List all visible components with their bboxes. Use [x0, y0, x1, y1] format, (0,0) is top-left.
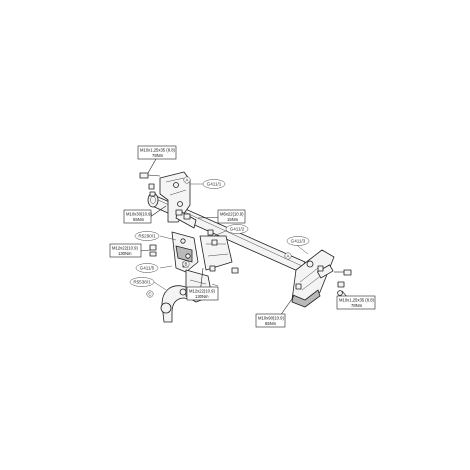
part-number-g411-5-text: G411/5	[140, 266, 155, 271]
torque-label-6-spec: M10x90(10.9)	[258, 316, 284, 321]
callout-a-right: A	[284, 252, 292, 260]
torque-label-4-spec: M12x22(10.9)	[112, 246, 138, 251]
torque-label-2: M10x30(10.9) 55Nm	[123, 209, 152, 224]
part-number-r5538-1-text: R5538/1	[133, 280, 151, 285]
right-mounting-bracket	[291, 249, 335, 308]
torque-label-2-spec: M10x30(10.9)	[126, 212, 152, 217]
part-number-g411-2-text: G411/2	[230, 227, 245, 232]
torque-label-3: M6x22(10.9) 15Nm	[217, 209, 246, 224]
part-number-r5290-1-text: R5290/1	[138, 234, 156, 239]
torque-label-7-spec: M10x1,25x35 (8.8)	[339, 298, 375, 303]
torque-label-1-spec: M10x1,25x35 (8.8)	[140, 148, 176, 153]
callout-b-text: B	[185, 262, 188, 267]
part-number-r5538-1: R5538/1	[129, 277, 155, 287]
callout-a-left-text: A	[186, 178, 189, 183]
torque-label-3-spec: M6x22(10.9)	[220, 212, 244, 217]
part-number-r5290-1: R5290/1	[134, 231, 160, 241]
callout-b: B	[182, 260, 190, 268]
callout-c: C	[146, 290, 154, 298]
part-number-g411-2: G411/2	[225, 224, 249, 234]
torque-label-5-spec: M12x22(10.9)	[189, 289, 215, 294]
torque-label-1-value: 78Nm	[152, 153, 164, 158]
torque-label-2-value: 55Nm	[133, 217, 145, 222]
torque-label-4: M12x22(10.9) 130Nm	[109, 243, 142, 258]
torque-label-5-value: 130Nm	[195, 294, 209, 299]
part-number-g411-1: G411/1	[202, 179, 226, 189]
torque-label-6-value: 65Nm	[265, 321, 277, 326]
torque-label-6: M10x90(10.9) 65Nm	[255, 313, 286, 328]
torque-label-7: M10x1,25x35 (8.8) 78Nm	[336, 295, 376, 310]
part-number-g411-1-text: G411/1	[207, 182, 222, 187]
torque-label-7-value: 78Nm	[351, 303, 363, 308]
part-number-g411-3-text: G411/3	[291, 239, 306, 244]
part-number-g411-5: G411/5	[135, 263, 159, 273]
torque-label-3-value: 15Nm	[227, 217, 239, 222]
callout-c-text: C	[148, 292, 151, 297]
part-number-g411-3: G411/3	[286, 236, 310, 246]
callout-a-left: A	[183, 176, 191, 184]
torque-label-4-value: 130Nm	[118, 251, 132, 256]
center-hitch-mount	[171, 231, 233, 273]
fasteners	[139, 172, 352, 296]
torque-label-1: M10x1,25x35 (8.8) 78Nm	[137, 145, 177, 160]
callout-a-right-text: A	[287, 254, 290, 259]
torque-label-5: M12x22(10.9) 130Nm	[186, 286, 219, 301]
